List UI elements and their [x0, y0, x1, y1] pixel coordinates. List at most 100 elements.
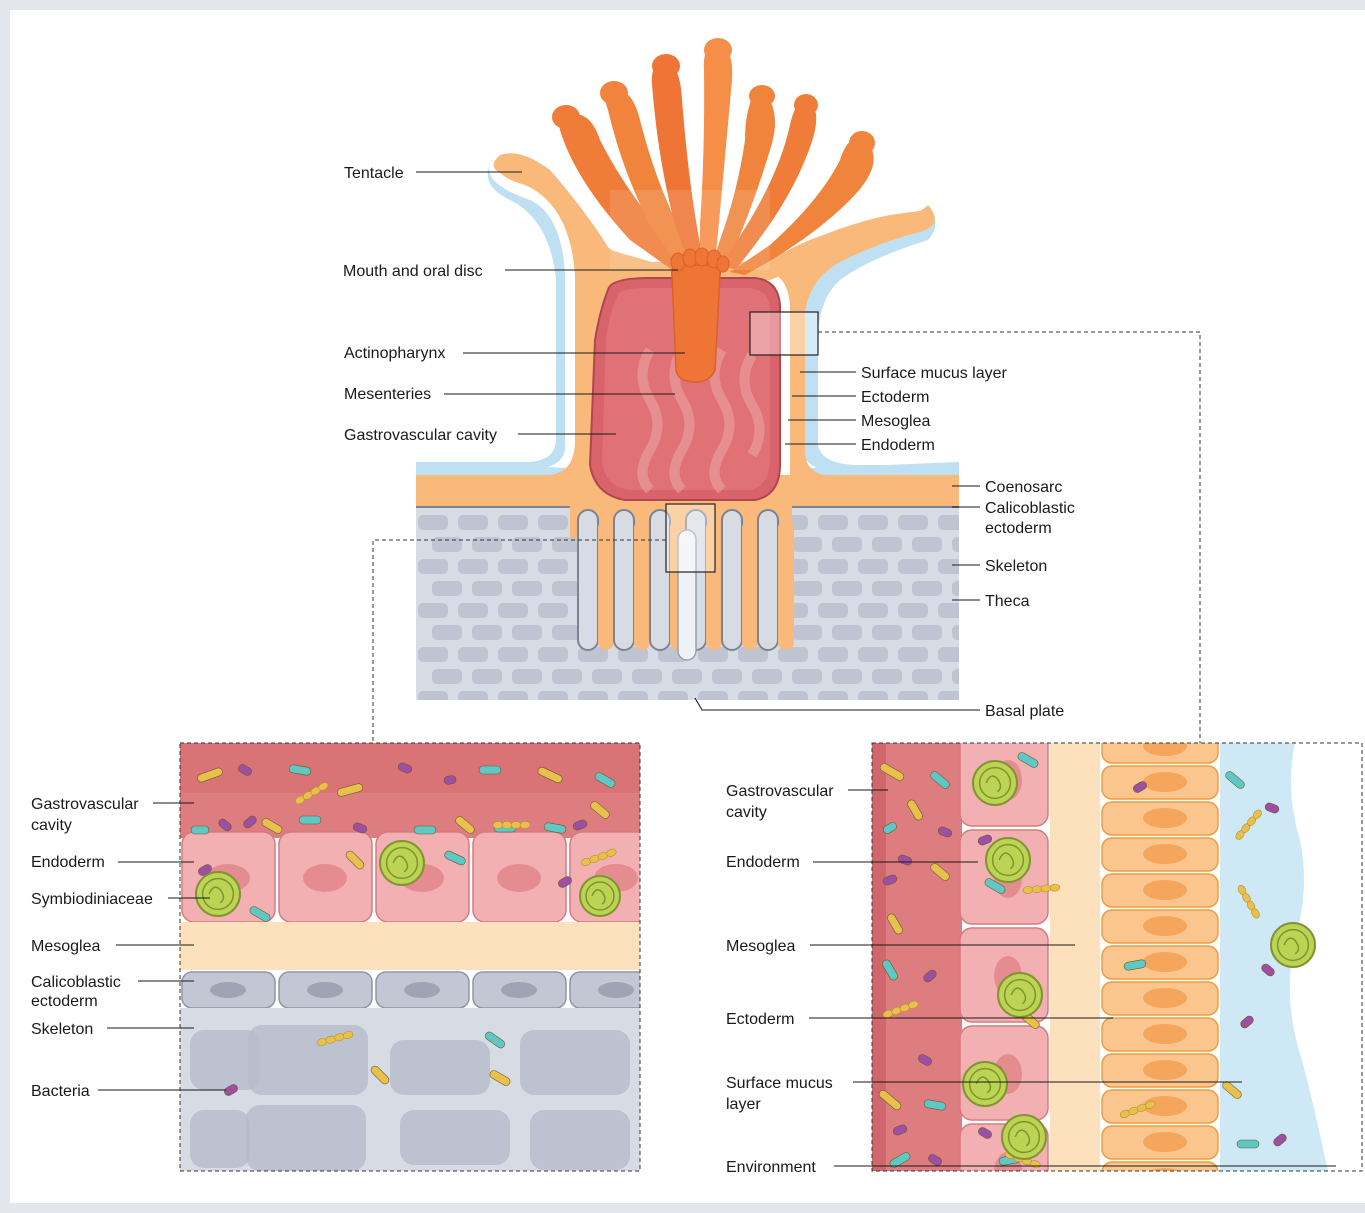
skeleton-block	[952, 669, 982, 684]
cell-nucleus	[1143, 844, 1187, 864]
skeleton-block	[832, 537, 862, 552]
skeleton-block	[898, 515, 928, 530]
label-right-gastro-2: cavity	[726, 804, 767, 821]
skeleton-block	[538, 559, 568, 574]
coral-anatomy-diagram: Tentacle Mouth and oral disc Actinophary…	[10, 10, 1365, 1203]
skeleton-block	[912, 537, 942, 552]
septum	[758, 510, 778, 650]
skeleton-block	[472, 625, 502, 640]
cell-nucleus	[1143, 988, 1187, 1008]
septum-tissue	[778, 520, 794, 650]
zoom-box-body-wall	[750, 312, 818, 355]
cell-nucleus	[1143, 736, 1187, 756]
skeleton-block	[390, 1040, 490, 1095]
skeleton-block	[898, 691, 928, 706]
cell-nucleus	[1143, 1060, 1187, 1080]
label-calicoblastic-2: ectoderm	[985, 520, 1052, 537]
skeleton-block	[618, 691, 648, 706]
label-left-endoderm: Endoderm	[31, 854, 105, 871]
skeleton-block	[498, 515, 528, 530]
skeleton-block	[818, 691, 848, 706]
label-right-mucus-2: layer	[726, 1096, 761, 1113]
label-skeleton: Skeleton	[985, 558, 1047, 575]
skeleton-block	[938, 647, 968, 662]
mucus-left-wall	[416, 160, 565, 472]
label-actinopharynx: Actinopharynx	[344, 345, 445, 362]
cell-nucleus	[1143, 808, 1187, 828]
figure-frame: Tentacle Mouth and oral disc Actinophary…	[10, 10, 1365, 1203]
skeleton-block	[938, 603, 968, 618]
skeleton-block	[458, 603, 488, 618]
skeleton-block	[432, 669, 462, 684]
skeleton-block	[792, 669, 822, 684]
cell-nucleus	[210, 982, 246, 998]
label-left-skeleton: Skeleton	[31, 1021, 93, 1038]
label-left-mesoglea: Mesoglea	[31, 938, 100, 955]
label-mouth-oral-disc: Mouth and oral disc	[343, 263, 483, 280]
skeleton-block	[538, 515, 568, 530]
label-tentacle: Tentacle	[344, 165, 404, 182]
skeleton-block	[792, 625, 822, 640]
cell-nucleus	[404, 982, 440, 998]
skeleton-block	[952, 537, 982, 552]
ectoderm-cell	[1102, 1162, 1218, 1195]
calicoblastic-cells-left	[182, 972, 663, 1008]
label-mesenteries: Mesenteries	[344, 386, 431, 403]
skeleton-block	[952, 581, 982, 596]
mesoglea-band-left	[180, 922, 640, 970]
skeleton-block	[912, 669, 942, 684]
label-surface-mucus-layer: Surface mucus layer	[861, 365, 1008, 382]
skeleton-block	[832, 669, 862, 684]
skeleton-block	[512, 581, 542, 596]
skeleton-block	[458, 559, 488, 574]
skeleton-block	[752, 669, 782, 684]
skeleton-block	[858, 647, 888, 662]
label-basal-plate: Basal plate	[985, 703, 1064, 720]
label-ectoderm: Ectoderm	[861, 389, 929, 406]
bacterium-chain-link	[520, 822, 530, 829]
label-right-environment: Environment	[726, 1159, 816, 1176]
bacterium-chain-link	[511, 822, 521, 829]
skeleton-block	[912, 625, 942, 640]
skeleton-block	[898, 647, 928, 662]
cell-nucleus	[598, 982, 634, 998]
label-left-bacteria: Bacteria	[31, 1083, 90, 1100]
septum-tissue	[742, 520, 758, 650]
skeleton-block	[498, 559, 528, 574]
skeleton-block	[498, 647, 528, 662]
skeleton-block	[578, 691, 608, 706]
septum	[614, 510, 634, 650]
skeleton-block	[432, 537, 462, 552]
skeleton-block	[858, 691, 888, 706]
label-left-calico-2: ectoderm	[31, 993, 98, 1010]
skeleton-block	[872, 581, 902, 596]
skeleton-block	[738, 691, 768, 706]
skeleton-block	[872, 669, 902, 684]
skeleton-block	[472, 581, 502, 596]
bacterium	[191, 826, 209, 834]
skeleton-block	[872, 537, 902, 552]
skeleton-block	[818, 559, 848, 574]
skeleton-block	[512, 669, 542, 684]
skeleton-block	[418, 559, 448, 574]
bacterium	[299, 816, 321, 824]
inset-basal-tissue	[180, 743, 663, 1178]
skeleton-block	[418, 691, 448, 706]
ectoderm-cells-right	[1102, 730, 1218, 1195]
label-coenosarc: Coenosarc	[985, 479, 1062, 496]
cell-nucleus	[501, 982, 537, 998]
label-gastrovascular-cavity: Gastrovascular cavity	[344, 427, 497, 444]
label-right-ectoderm: Ectoderm	[726, 1011, 794, 1028]
skeleton-block	[458, 691, 488, 706]
inset-body-wall	[872, 730, 1362, 1203]
skeleton-block	[778, 647, 808, 662]
skeleton-block	[432, 581, 462, 596]
cell-nucleus	[497, 864, 541, 892]
label-endoderm: Endoderm	[861, 437, 935, 454]
skeleton-block	[858, 515, 888, 530]
label-right-endoderm: Endoderm	[726, 854, 800, 871]
skeleton-block	[552, 669, 582, 684]
label-right-mesoglea: Mesoglea	[726, 938, 795, 955]
skeleton-block	[538, 647, 568, 662]
bacterium-chain-link	[502, 822, 512, 829]
